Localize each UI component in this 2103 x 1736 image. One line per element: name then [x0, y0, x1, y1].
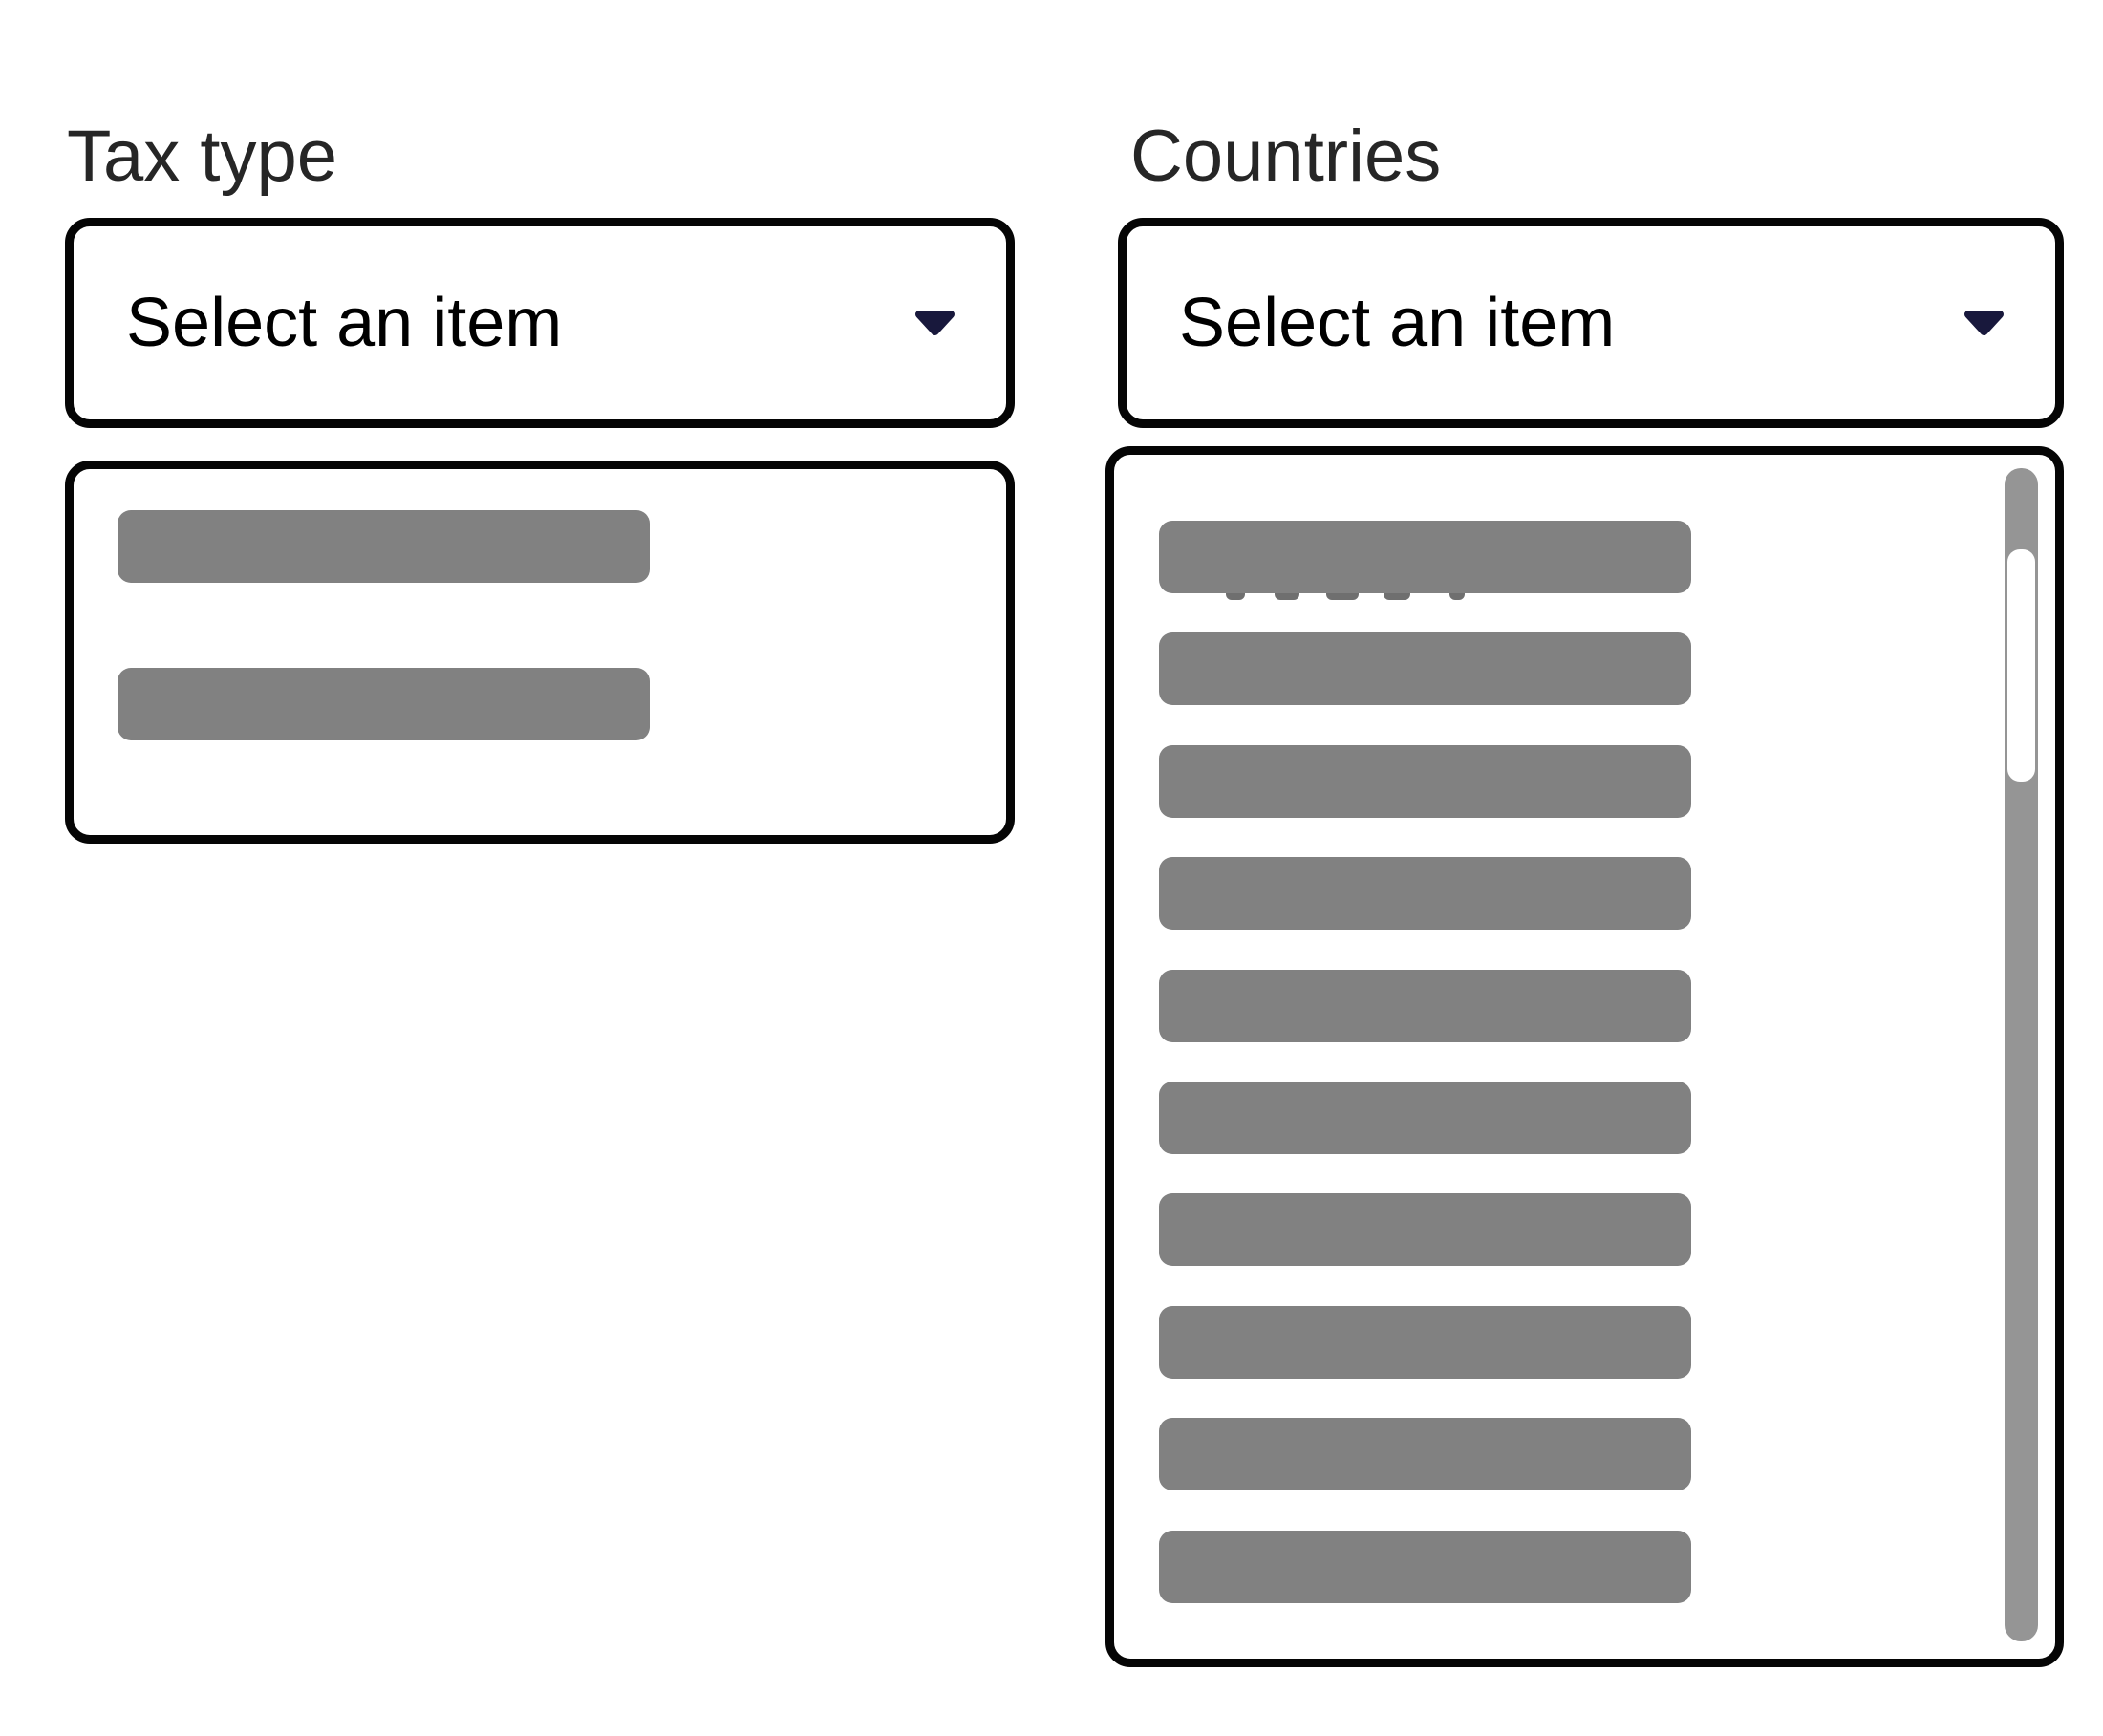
- option-item-redacted[interactable]: [1159, 1531, 1691, 1603]
- option-item-redacted[interactable]: [1159, 632, 1691, 705]
- option-item-redacted[interactable]: [1159, 970, 1691, 1042]
- countries-label: Countries: [1130, 116, 1442, 197]
- tax-type-options-panel: [65, 461, 1015, 844]
- scrollbar-thumb[interactable]: [2007, 549, 2035, 782]
- tax-type-select[interactable]: Select an item: [65, 218, 1015, 428]
- chevron-down-icon: [1963, 310, 2006, 336]
- option-item-redacted[interactable]: [118, 668, 650, 740]
- option-item-redacted[interactable]: [1159, 857, 1691, 930]
- option-item-redacted[interactable]: [1159, 1306, 1691, 1379]
- option-item-redacted[interactable]: [1159, 1418, 1691, 1490]
- chevron-down-icon: [913, 310, 956, 336]
- option-item-redacted[interactable]: [1159, 521, 1691, 593]
- tax-type-select-placeholder: Select an item: [126, 285, 563, 361]
- countries-select-placeholder: Select an item: [1179, 285, 1616, 361]
- scrollbar[interactable]: [2005, 468, 2038, 1641]
- countries-select[interactable]: Select an item: [1118, 218, 2064, 428]
- option-item-redacted[interactable]: [1159, 1193, 1691, 1266]
- countries-options-panel: [1105, 446, 2064, 1667]
- option-item-redacted[interactable]: [1159, 745, 1691, 818]
- tax-type-label: Tax type: [67, 116, 338, 197]
- option-item-redacted[interactable]: [118, 510, 650, 583]
- option-item-redacted[interactable]: [1159, 1082, 1691, 1154]
